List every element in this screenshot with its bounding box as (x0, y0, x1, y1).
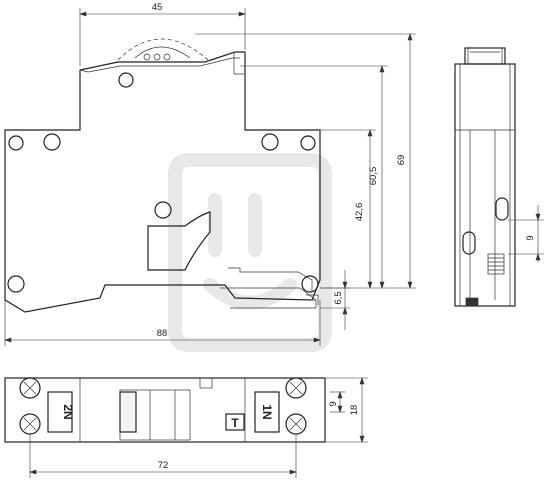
dim-42-6: 42,6 (320, 129, 376, 289)
dim-18: 18 (325, 377, 368, 443)
lever-hole-1 (143, 53, 151, 61)
dim-9-side-label: 9 (525, 235, 536, 240)
watermark-logo (168, 153, 332, 352)
front-view-body-outline (4, 51, 321, 313)
mounting-hole (8, 135, 24, 151)
test-button-label: T (231, 416, 239, 430)
dim-72: 72 (29, 434, 297, 478)
side-spring (487, 253, 505, 275)
dim-18-label: 18 (349, 405, 360, 416)
dim-88-label: 88 (157, 328, 168, 339)
terminal-label-left: 2N (61, 404, 75, 419)
front-view (4, 38, 321, 313)
lever-hole-2 (153, 53, 161, 61)
mechanism-latch (147, 211, 211, 271)
side-view-cap (464, 47, 506, 65)
dim-9-side: 9 (508, 205, 544, 262)
dim-9-bottom-label: 9 (328, 401, 339, 406)
side-terminal-upper (495, 197, 509, 221)
side-view (454, 47, 516, 307)
dim-45: 45 (79, 2, 246, 66)
dim-88: 88 (4, 300, 321, 346)
mounting-hole (300, 135, 316, 151)
terminal-screw (19, 377, 41, 399)
mounting-hole (7, 275, 25, 293)
dim-69-label: 69 (396, 155, 407, 166)
terminal-block-left (47, 391, 73, 433)
dim-45-label: 45 (152, 2, 163, 13)
dim-60-5: 60,5 (240, 65, 388, 289)
test-button (225, 413, 245, 431)
mechanism-pin (154, 201, 172, 219)
dim-6-5: 6,5 (320, 270, 350, 330)
mounting-hole (261, 133, 279, 151)
mounting-hole (118, 72, 134, 88)
terminal-screw (285, 377, 307, 399)
terminal-label-right: 1N (260, 404, 274, 419)
dim-42-6-label: 42,6 (354, 203, 365, 222)
terminal-block-right (254, 391, 280, 433)
dim-60-5-label: 60,5 (368, 167, 379, 186)
bottom-view: 2N 1N T (4, 377, 326, 443)
dim-72-label: 72 (158, 460, 169, 471)
dim-6-5-label: 6,5 (333, 291, 344, 304)
mounting-hole (301, 275, 319, 293)
lever-arc (117, 38, 209, 61)
mounting-hole (43, 133, 61, 151)
side-terminal-lower (462, 231, 476, 255)
dim-9-bottom: 9 (328, 391, 345, 413)
bottom-view-body (4, 377, 326, 443)
lever-hole-3 (163, 53, 171, 61)
side-view-body (454, 63, 516, 307)
